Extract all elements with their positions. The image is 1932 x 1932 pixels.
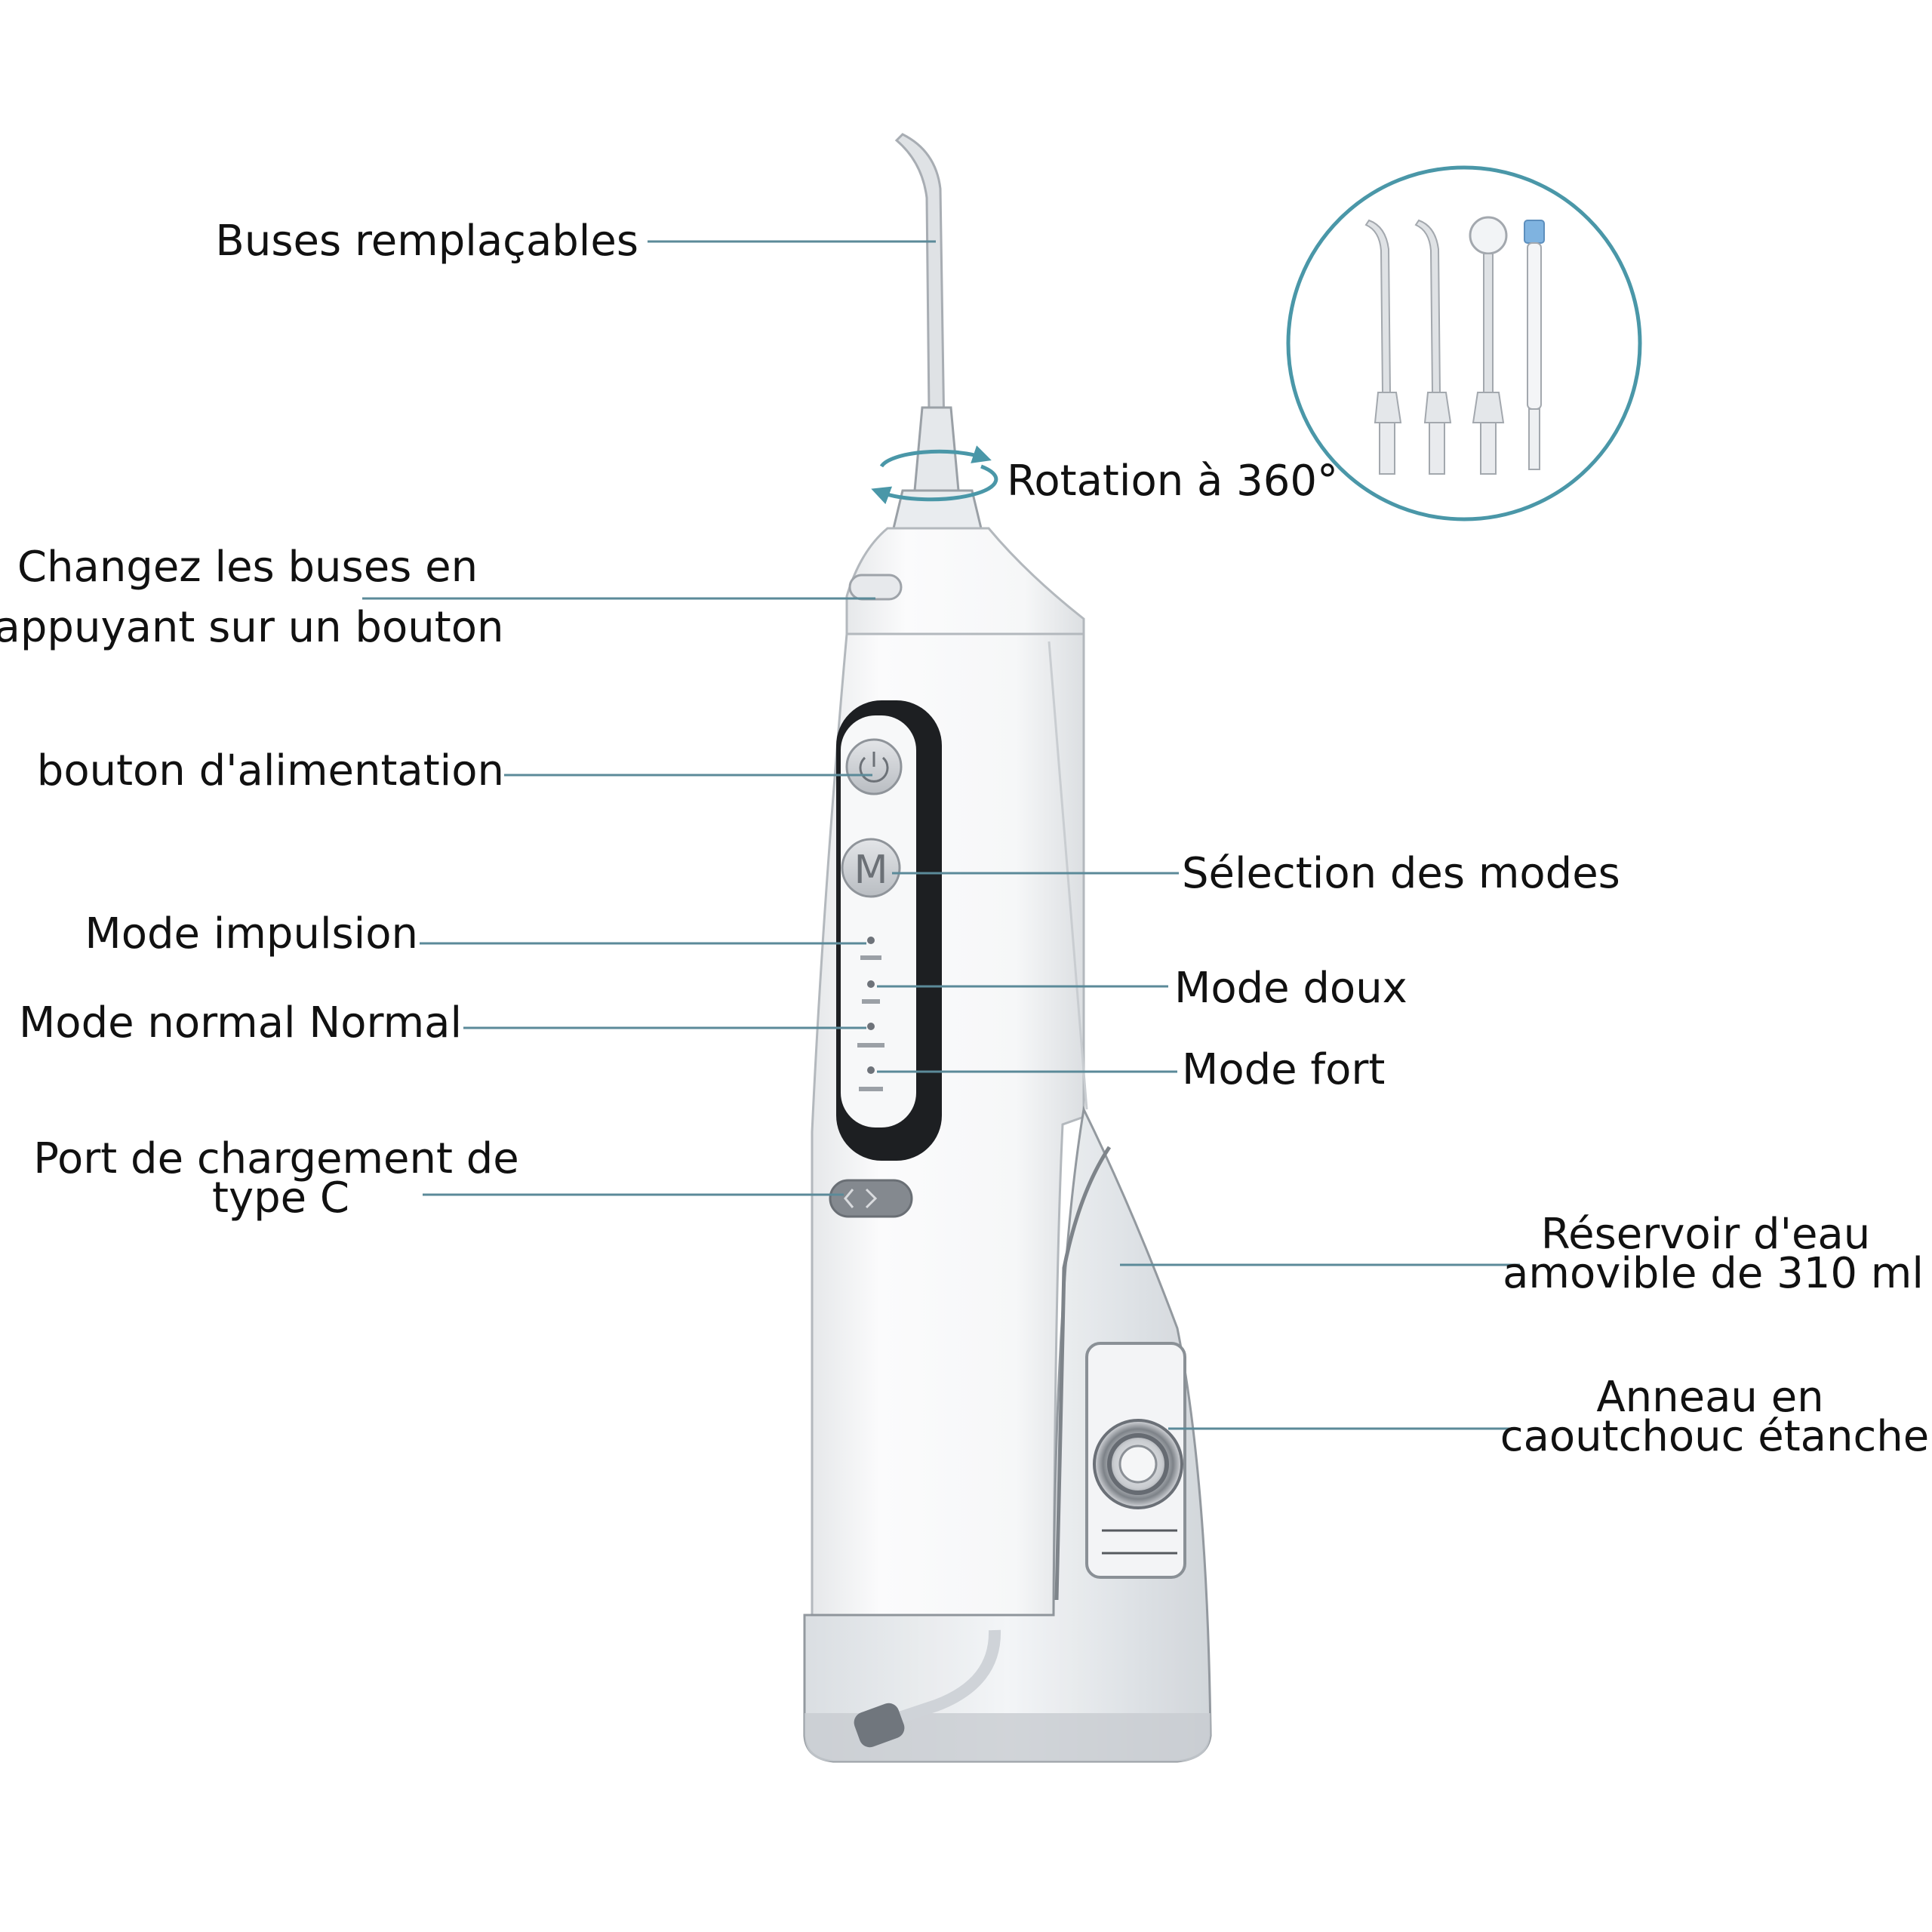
rotation-arrows-icon [871,445,998,505]
power-button[interactable] [845,738,903,795]
handle-seam [1048,641,1088,1110]
tongue-cleaner-nozzle [1469,216,1508,475]
jet-nozzle-2 [1414,219,1452,475]
intake-tube [888,1629,1001,1727]
soft-mode-indicator [867,980,875,988]
label-port-line1: Port de chargement de [33,1134,519,1183]
label-pulse: Mode impulsion [85,909,418,958]
label-ring-line1: Anneau en [1596,1373,1823,1422]
label-strong: Mode fort [1182,1045,1385,1094]
strong-mode-indicator [867,1066,875,1074]
power-icon [859,756,889,783]
callout-labels: Buses remplaçables Rotation à 360° Chang… [0,217,1929,1461]
mode-button[interactable]: M [841,838,901,898]
label-port-line2: type C [212,1174,349,1223]
device-head [845,527,1085,658]
tank-markings [1102,1529,1177,1555]
tank-base [804,1713,1211,1761]
label-soft: Mode doux [1174,964,1407,1013]
nozzle-set-inset [1286,165,1642,521]
mode-button-letter: M [854,848,888,893]
label-tank-line1: Réservoir d'eau [1541,1210,1871,1259]
normal-mode-indicator [867,1023,875,1030]
label-mode-select: Sélection des modes [1182,849,1620,898]
leader-lines [362,240,1520,1430]
waterproof-rubber-ring [1093,1419,1183,1509]
tank-inner-edge [1054,1146,1112,1601]
brush-head-nozzle [1524,220,1545,470]
label-tank-line2: amovible de 310 ml [1503,1249,1924,1298]
nozzle-release-button[interactable] [848,574,903,601]
pulse-mode-indicator [867,937,875,944]
label-ring-line2: caoutchouc étanche [1500,1412,1929,1461]
inset-circle [1286,165,1642,521]
usb-port-icon [844,1188,878,1209]
jet-nozzle-1 [1364,219,1402,475]
label-rotation: Rotation à 360° [1007,457,1338,506]
label-change-line1: Changez les buses en [17,543,478,592]
label-normal: Mode normal Normal [19,998,462,1048]
label-nozzles: Buses remplaçables [215,217,638,266]
tube-filter-weight [854,1703,905,1748]
water-flosser-device: M [803,133,1212,1763]
mode-indicators [857,937,884,1091]
label-change-line2: appuyant sur un bouton [0,603,503,652]
nozzle [894,133,960,492]
control-panel-inner [841,715,916,1128]
label-power: bouton d'alimentation [37,746,504,795]
type-c-charging-port [829,1179,913,1218]
